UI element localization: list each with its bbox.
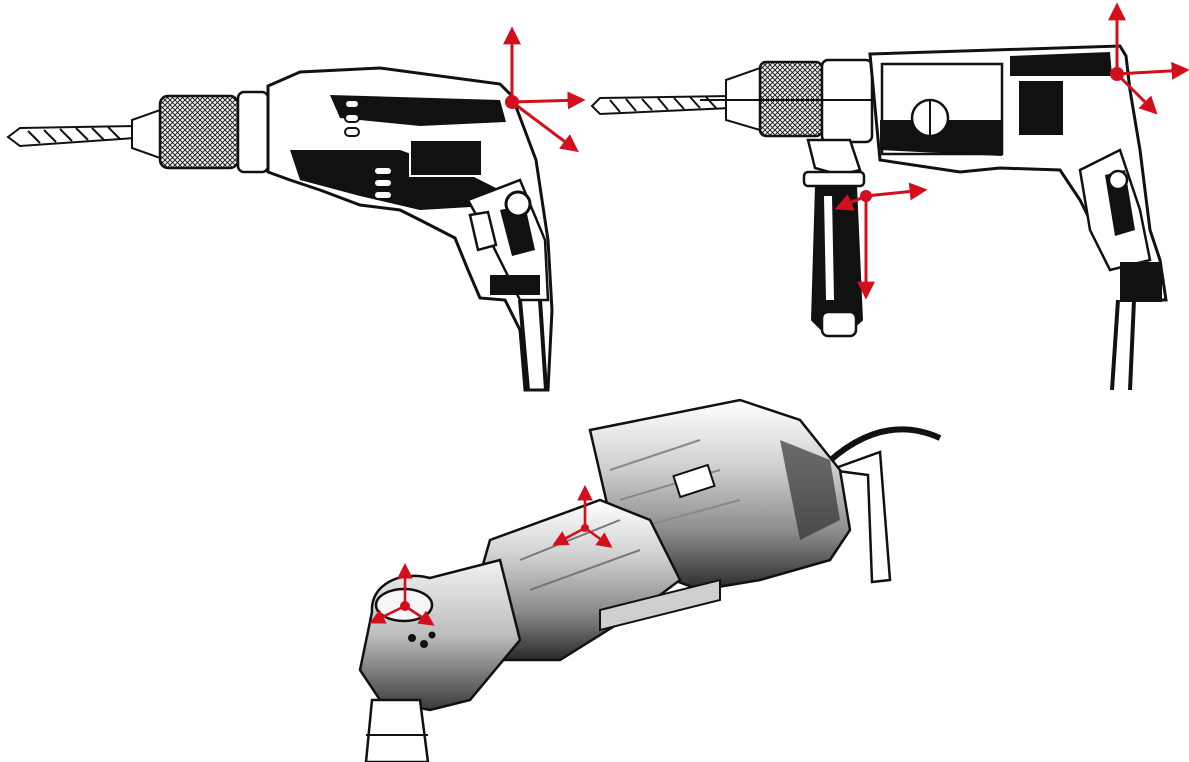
right-angle-drill-head <box>358 558 522 762</box>
hammer-drill-side-axis-icon <box>834 182 928 300</box>
right-angle-drill-rear-handle <box>829 450 892 584</box>
hammer-drill-body <box>868 44 1168 391</box>
right-angle-drill-gear-body <box>468 498 721 662</box>
hammer-drill-top-axis-icon <box>1108 2 1189 115</box>
hammer-drill-side-handle <box>802 138 866 338</box>
hammer-drill-bit <box>590 94 731 116</box>
pistol-drill-chuck <box>131 90 270 174</box>
pistol-drill-bit <box>6 124 136 148</box>
hammer-drill-chuck <box>700 58 880 144</box>
pistol-drill <box>6 26 586 392</box>
right-angle-drill <box>358 398 942 762</box>
right-angle-drill-motor-axis-icon <box>552 484 613 548</box>
right-angle-drill-head-axis-icon <box>369 562 435 626</box>
pistol-drill-body <box>266 66 554 392</box>
pistol-drill-axis-icon <box>503 26 586 153</box>
hammer-drill <box>590 2 1189 391</box>
